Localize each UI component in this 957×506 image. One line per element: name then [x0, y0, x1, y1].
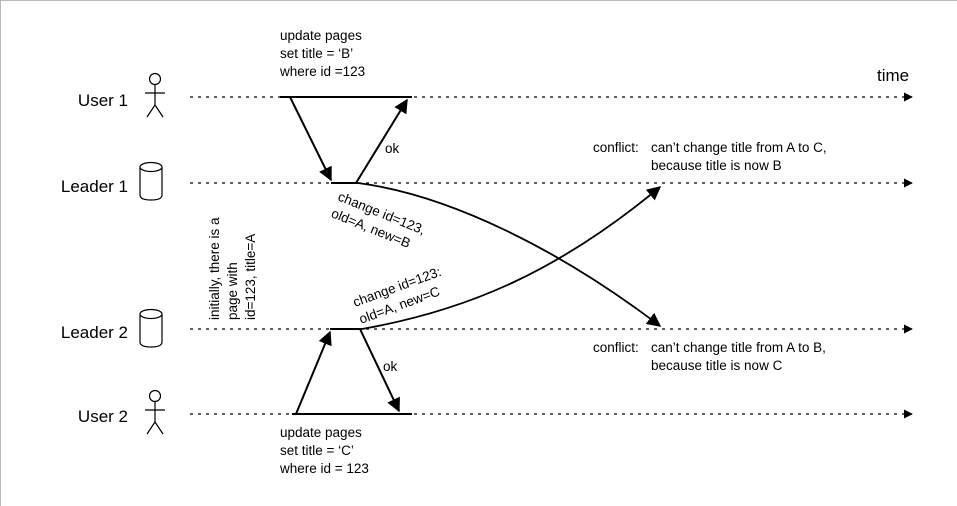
user-1-request-text: update pages set title = ‘B’ where id =1… [279, 28, 366, 79]
leader-1-ok-label: ok [385, 141, 400, 156]
replication-leader-2-text: change id=123: old=A, new=C [351, 263, 453, 327]
actor-label-leader-2: Leader 2 [61, 323, 128, 342]
user-1-write-arrow [289, 96, 332, 182]
leader-2-ok-arrow [359, 328, 400, 413]
conflict-message: can’t change title from A to C, because … [651, 140, 830, 173]
person-icon [145, 389, 165, 435]
actor-label-user-2: User 2 [78, 407, 128, 426]
conflict-note-leader-1: conflict: can’t change title from A to C… [593, 140, 830, 173]
time-axis-label: time [877, 66, 909, 85]
replication-leader-1-text: change id=123, old=A, new=B [329, 189, 431, 256]
user-2-request-text: update pages set title = ‘C’ where id = … [279, 425, 369, 476]
initial-state-note: initially, there is a page with id=123, … [207, 214, 258, 320]
actor-label-leader-1: Leader 1 [61, 177, 128, 196]
database-icon [139, 308, 163, 348]
replication-leader-2-to-leader-1 [361, 186, 662, 330]
conflict-prefix: conflict: [593, 340, 639, 355]
leader-2-ok-label: ok [383, 359, 398, 374]
conflict-note-leader-2: conflict: can’t change title from A to B… [593, 340, 830, 373]
actor-label-user-1: User 1 [78, 91, 128, 110]
leader-1-ok-arrow [355, 98, 408, 184]
conflict-message: can’t change title from A to B, because … [651, 340, 830, 373]
replication-leader-1-to-leader-2 [357, 182, 662, 327]
conflict-prefix: conflict: [593, 140, 639, 155]
user-2-write-arrow [295, 330, 332, 415]
database-icon [139, 161, 163, 201]
person-icon [145, 72, 165, 118]
